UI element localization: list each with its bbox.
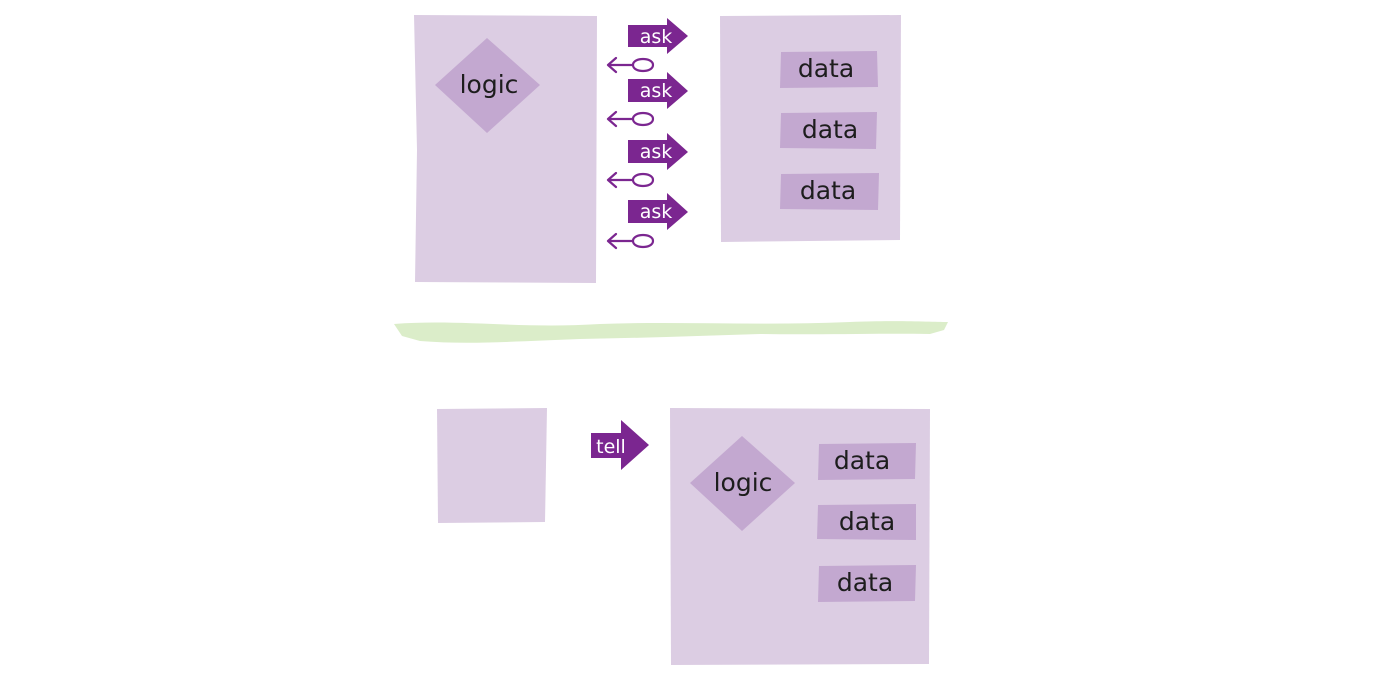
tell-data-chip-3 (818, 565, 916, 602)
ask-data-label-2: data (802, 115, 858, 144)
ask-message-3: ask (628, 133, 688, 170)
ask-logic-diamond (435, 38, 540, 133)
tell-data-chip-1 (818, 443, 916, 480)
tell-message: tell (591, 420, 649, 470)
ask-arrow-2 (628, 72, 688, 109)
tell-caller-box (437, 408, 547, 523)
section-divider-stroke (394, 321, 948, 343)
tell-logic-label: logic (714, 468, 773, 497)
ask-message-2: ask (628, 72, 688, 109)
ask-message-1: ask (628, 18, 688, 54)
ask-data-chip-1 (780, 51, 878, 88)
ask-message-4: ask (628, 193, 688, 230)
ask-data-chip-3 (780, 173, 879, 210)
tell-pattern: tell logic data data data (437, 408, 930, 665)
tell-logic-diamond (690, 436, 795, 531)
ask-arrow-3 (628, 133, 688, 170)
ask-label-2: ask (640, 80, 673, 102)
return-arrow-2 (606, 110, 655, 128)
tell-data-chip-2 (817, 504, 916, 540)
ask-logic-label: logic (460, 70, 519, 99)
tell-data-label-2: data (839, 507, 895, 536)
return-arrow-4 (606, 232, 655, 250)
ask-data-label-1: data (798, 54, 854, 83)
tell-data-label-3: data (837, 568, 893, 597)
ask-arrow-4 (628, 193, 688, 230)
ask-data-label-3: data (800, 176, 856, 205)
tell-arrow (591, 420, 649, 470)
tell-label: tell (596, 436, 626, 458)
ask-label-4: ask (640, 201, 673, 223)
ask-data-chip-2 (780, 112, 877, 149)
tell-data-label-1: data (834, 446, 890, 475)
return-arrow-1 (606, 56, 655, 74)
ask-label-1: ask (640, 26, 673, 48)
ask-label-3: ask (640, 141, 673, 163)
ask-pattern: logic ask ask ask ask data data data (414, 15, 901, 283)
ask-arrow-1 (628, 18, 688, 54)
return-arrow-3 (606, 171, 655, 189)
